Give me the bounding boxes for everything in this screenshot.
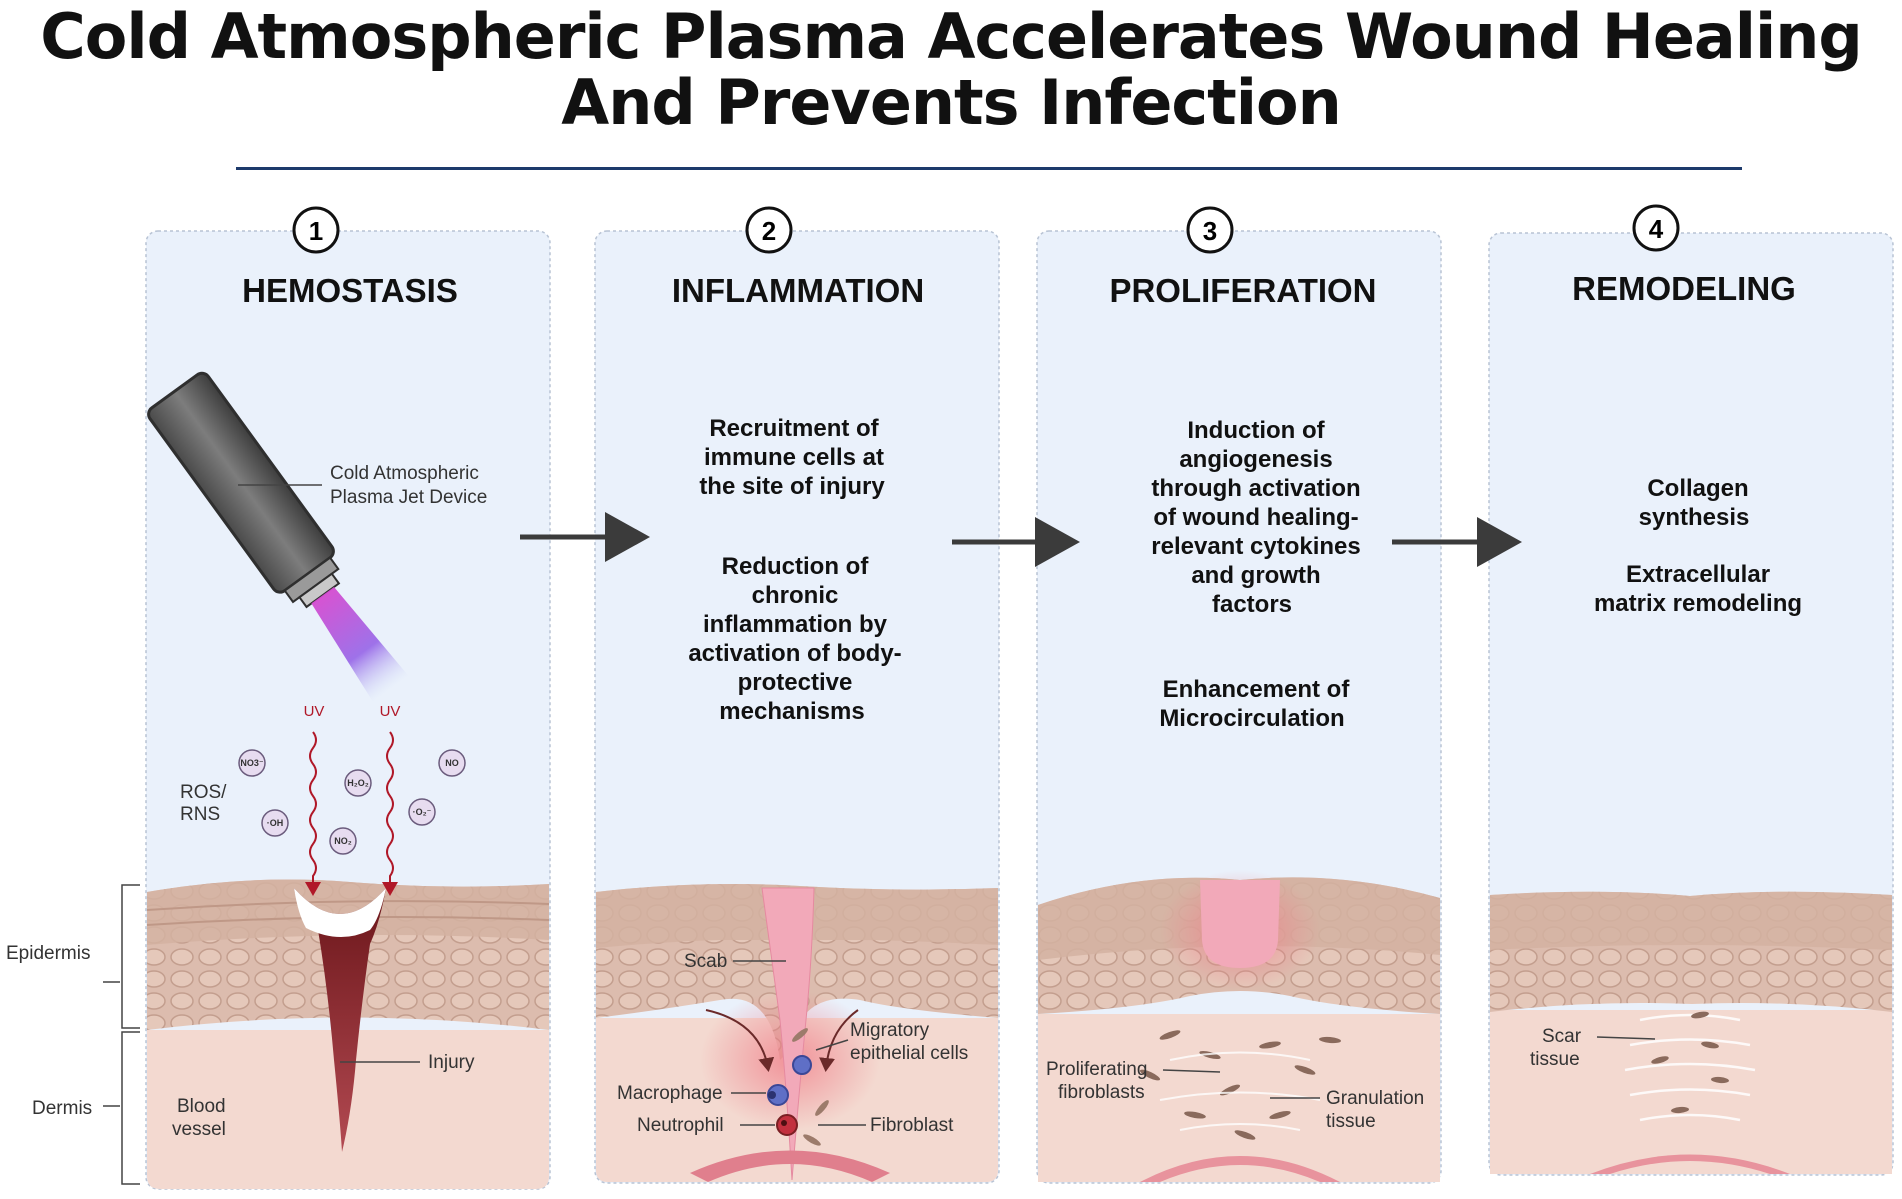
heading-hemostasis: HEMOSTASIS <box>242 272 458 309</box>
stage3-text-1e: relevant cytokines <box>1151 533 1360 560</box>
device-label-1: Cold Atmospheric <box>330 463 479 484</box>
panel-remodeling <box>1488 232 1894 1176</box>
step-circle-2: 2 <box>745 206 793 254</box>
granulation-label-2: tissue <box>1326 1111 1376 1132</box>
injury-label: Injury <box>428 1052 475 1073</box>
step-number-2: 2 <box>762 216 776 246</box>
stage4-text-2b: matrix remodeling <box>1594 590 1802 617</box>
stage3-text-1b: angiogenesis <box>1179 446 1332 473</box>
stage3-text-1d: of wound healing- <box>1153 504 1358 531</box>
stage2-text-1a: Recruitment of <box>709 415 879 442</box>
step-circle-1: 1 <box>292 206 340 254</box>
stage3-text-1c: through activation <box>1151 475 1360 502</box>
molecule-h2o2: H₂O₂ <box>347 778 369 788</box>
proliferating-label-2: fibroblasts <box>1058 1082 1145 1103</box>
heading-inflammation: INFLAMMATION <box>672 272 924 309</box>
ros-label-2: RNS <box>180 804 220 825</box>
molecule-o2: ·O₂⁻ <box>413 807 432 817</box>
stage4-text-2a: Extracellular <box>1626 561 1770 588</box>
stage2-text-2c: inflammation by <box>703 611 888 638</box>
stage2-text-2f: mechanisms <box>719 698 864 725</box>
fibroblast-label: Fibroblast <box>870 1115 954 1136</box>
step-number-4: 4 <box>1649 214 1664 244</box>
blood-vessel-label-1: Blood <box>177 1096 226 1117</box>
plasma-jet-device <box>147 371 409 702</box>
stage3-text-2b: Microcirculation <box>1159 705 1344 732</box>
stage2-text-2b: chronic <box>752 582 839 609</box>
device-label-2: Plasma Jet Device <box>330 487 487 508</box>
molecule-no2: NO₂ <box>334 836 352 846</box>
blood-vessel-label-2: vessel <box>172 1119 226 1140</box>
migratory-label-1: Migratory <box>850 1020 930 1041</box>
stage4-text-1b: synthesis <box>1639 504 1750 531</box>
stage3-text-1a: Induction of <box>1187 417 1325 444</box>
scar-label-2: tissue <box>1530 1049 1580 1070</box>
title-line-2: And Prevents Infection <box>561 66 1342 139</box>
molecule-no: NO <box>445 758 459 768</box>
stage2-text-2e: protective <box>738 669 853 696</box>
scar-label-1: Scar <box>1542 1026 1582 1047</box>
stage3-text-1f: and growth <box>1191 562 1320 589</box>
molecule-oh: ·OH <box>267 818 284 828</box>
epidermis-label: Epidermis <box>6 943 90 964</box>
neutrophil-label: Neutrophil <box>637 1115 724 1136</box>
dermis-label: Dermis <box>32 1098 92 1119</box>
uv-label-1: UV <box>304 703 325 720</box>
title-rule <box>236 167 1742 170</box>
proliferating-label-1: Proliferating <box>1046 1059 1147 1080</box>
heading-remodeling: REMODELING <box>1572 270 1796 307</box>
step-circle-3: 3 <box>1186 206 1234 254</box>
scab-label: Scab <box>684 951 727 972</box>
stage4-text-1a: Collagen <box>1647 475 1748 502</box>
step-number-3: 3 <box>1203 216 1217 246</box>
migratory-label-2: epithelial cells <box>850 1043 968 1064</box>
uv-label-2: UV <box>380 703 401 720</box>
heading-proliferation: PROLIFERATION <box>1109 272 1376 309</box>
step-circle-4: 4 <box>1632 204 1680 252</box>
stage3-text-1g: factors <box>1212 591 1292 618</box>
panel-hemostasis <box>103 230 551 1190</box>
stage3-text-2a: Enhancement of <box>1163 676 1351 703</box>
stage2-text-2a: Reduction of <box>722 553 870 580</box>
ros-label-1: ROS/ <box>180 782 227 803</box>
macrophage-cell <box>767 1084 789 1106</box>
macrophage-label: Macrophage <box>617 1083 723 1104</box>
stage2-text-2d: activation of body- <box>688 640 901 667</box>
molecule-no3: NO3⁻ <box>240 758 264 768</box>
stage2-text-1c: the site of injury <box>699 473 885 500</box>
panel-inflammation <box>594 230 1000 1184</box>
step-number-1: 1 <box>309 216 323 246</box>
stage2-text-1b: immune cells at <box>704 444 884 471</box>
panel-proliferation <box>1036 230 1442 1184</box>
neutrophil-cell <box>776 1114 798 1136</box>
title-line-1: Cold Atmospheric Plasma Accelerates Woun… <box>40 0 1862 73</box>
granulation-label-1: Granulation <box>1326 1088 1424 1109</box>
